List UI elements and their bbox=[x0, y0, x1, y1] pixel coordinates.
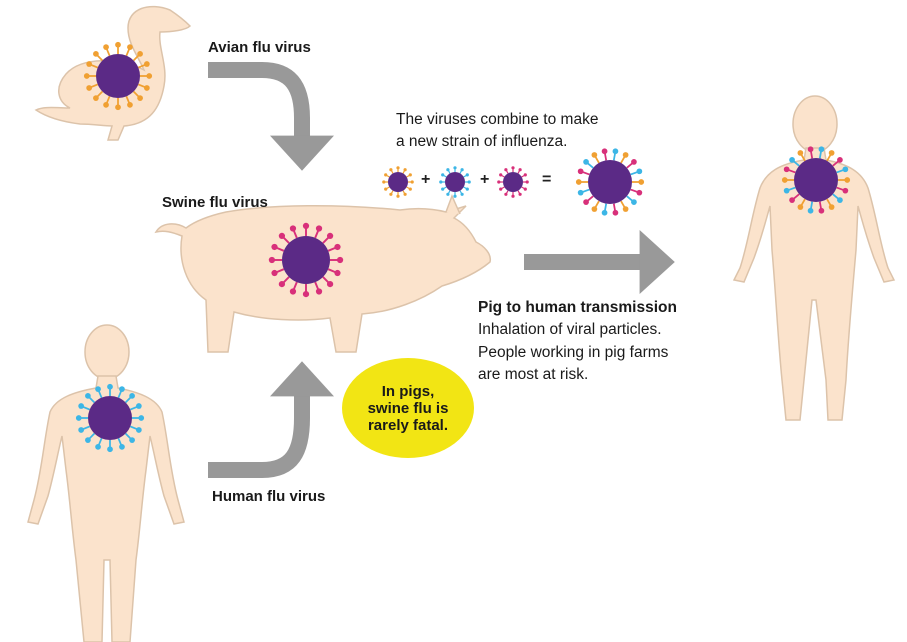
pig-figure bbox=[154, 194, 492, 353]
avian-virus-small bbox=[382, 166, 414, 198]
arrow-human-to-pig bbox=[208, 361, 334, 478]
arrow-avian-to-pig bbox=[208, 62, 334, 171]
swine-flu-label: Swine flu virus bbox=[162, 194, 268, 211]
human-virus-small bbox=[439, 166, 471, 198]
swine-virus-small bbox=[497, 166, 529, 198]
new-strain-virus-in-right-human bbox=[781, 146, 851, 214]
swine-virus-in-pig bbox=[268, 222, 344, 298]
human-flu-label: Human flu virus bbox=[212, 488, 326, 505]
plus-sign-2: + bbox=[480, 171, 490, 188]
fatality-note-text: In pigs, swine flu is rarely fatal. bbox=[367, 382, 449, 434]
transmission-title: Pig to human transmission bbox=[478, 299, 677, 316]
human-virus-in-left-human bbox=[75, 383, 145, 453]
equals-sign: = bbox=[542, 171, 552, 188]
new-strain-virus-large bbox=[575, 148, 645, 216]
transmission-line2: People working in pig farms bbox=[478, 344, 669, 361]
transmission-line1: Inhalation of viral particles. bbox=[478, 321, 662, 338]
virus-particles bbox=[75, 41, 851, 453]
plus-sign-1: + bbox=[421, 171, 431, 188]
human-figure-left bbox=[27, 324, 185, 642]
avian-virus-in-duck bbox=[83, 41, 153, 111]
transmission-line3: are most at risk. bbox=[478, 366, 589, 383]
combine-caption-line1: The viruses combine to make bbox=[396, 111, 599, 128]
avian-flu-label: Avian flu virus bbox=[208, 39, 311, 56]
fatality-note-badge: In pigs, swine flu is rarely fatal. bbox=[342, 358, 474, 458]
combine-caption-line2: a new strain of influenza. bbox=[396, 133, 568, 150]
human-figure-right bbox=[732, 95, 896, 421]
